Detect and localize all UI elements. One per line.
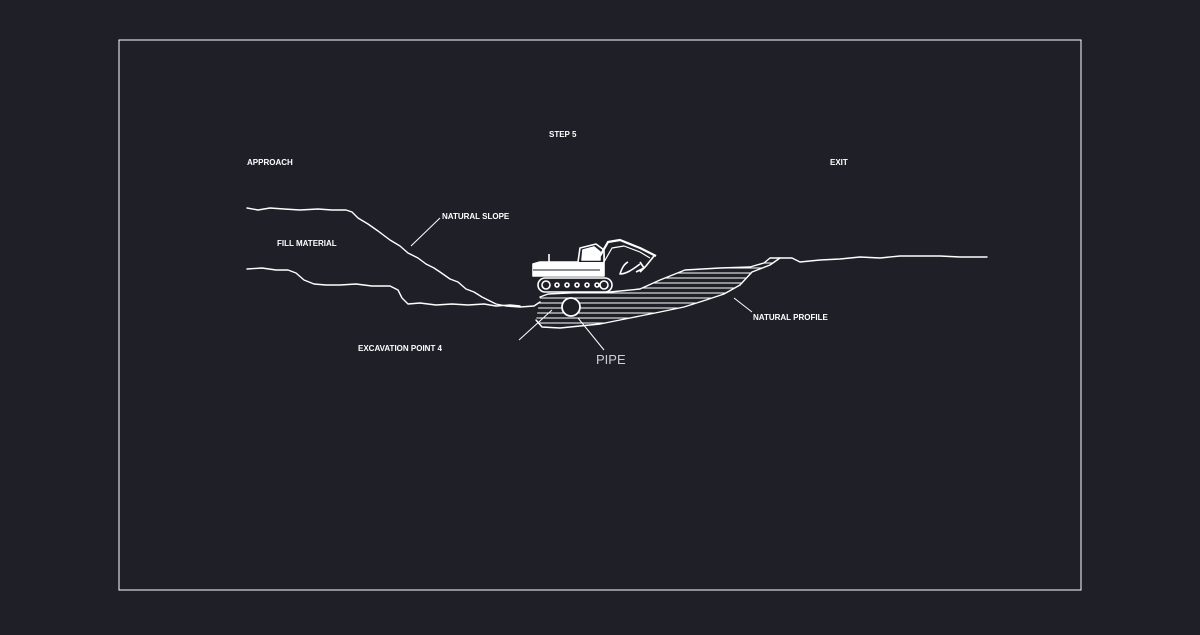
excavation-point-label: EXCAVATION POINT 4 <box>358 344 443 353</box>
natural-slope-line <box>246 207 541 308</box>
excavation-leader <box>518 309 553 341</box>
fill-material-label: FILL MATERIAL <box>277 239 337 248</box>
pipe-icon <box>561 297 581 317</box>
natural-profile-label: NATURAL PROFILE <box>753 313 828 322</box>
natural-slope-leader <box>410 217 441 247</box>
pipe-label: PIPE <box>596 352 626 367</box>
exit-label: EXIT <box>830 158 848 167</box>
excavator-icon <box>532 238 657 293</box>
natural-slope-label: NATURAL SLOPE <box>442 212 510 221</box>
fill-material-line <box>246 267 521 307</box>
natural-profile-leader <box>733 297 753 313</box>
approach-label: APPROACH <box>247 158 293 167</box>
step-label: STEP 5 <box>549 130 577 139</box>
drawing-frame <box>118 39 1082 591</box>
pipe-leader <box>577 317 605 351</box>
